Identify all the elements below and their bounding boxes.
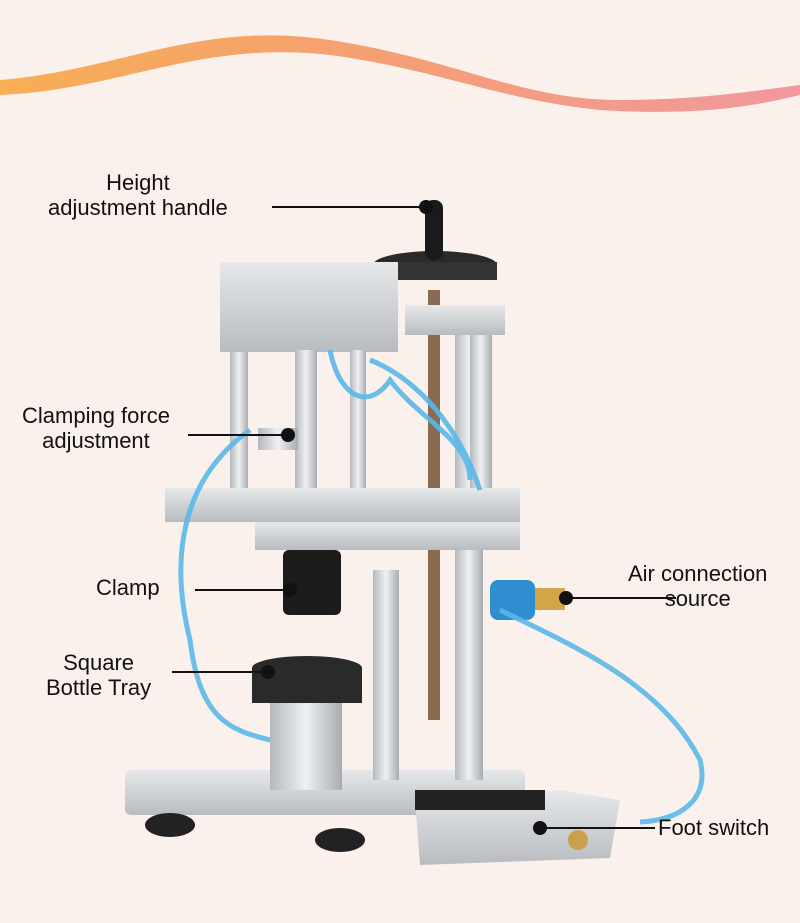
capping-machine bbox=[125, 200, 705, 865]
label-square-bottle-tray: Square Bottle Tray bbox=[46, 650, 151, 700]
label-line: Clamping force bbox=[22, 403, 170, 428]
decorative-wave bbox=[0, 35, 800, 112]
leader-dots bbox=[261, 200, 573, 835]
label-line: Height bbox=[106, 170, 170, 195]
label-line: Air connection bbox=[628, 561, 768, 586]
label-air-connection-source: Air connection source bbox=[628, 561, 767, 611]
label-clamp: Clamp bbox=[96, 575, 160, 600]
label-height-adjustment-handle: Height adjustment handle bbox=[48, 170, 228, 220]
label-foot-switch: Foot switch bbox=[658, 815, 770, 840]
leader-lines bbox=[172, 206, 676, 829]
label-clamping-force-adjustment: Clamping force adjustment bbox=[22, 403, 170, 453]
label-line: source bbox=[664, 586, 731, 611]
label-line: Bottle Tray bbox=[46, 675, 152, 700]
label-line: adjustment bbox=[42, 428, 150, 453]
label-line: Square bbox=[63, 650, 135, 675]
label-line: adjustment handle bbox=[48, 195, 228, 220]
